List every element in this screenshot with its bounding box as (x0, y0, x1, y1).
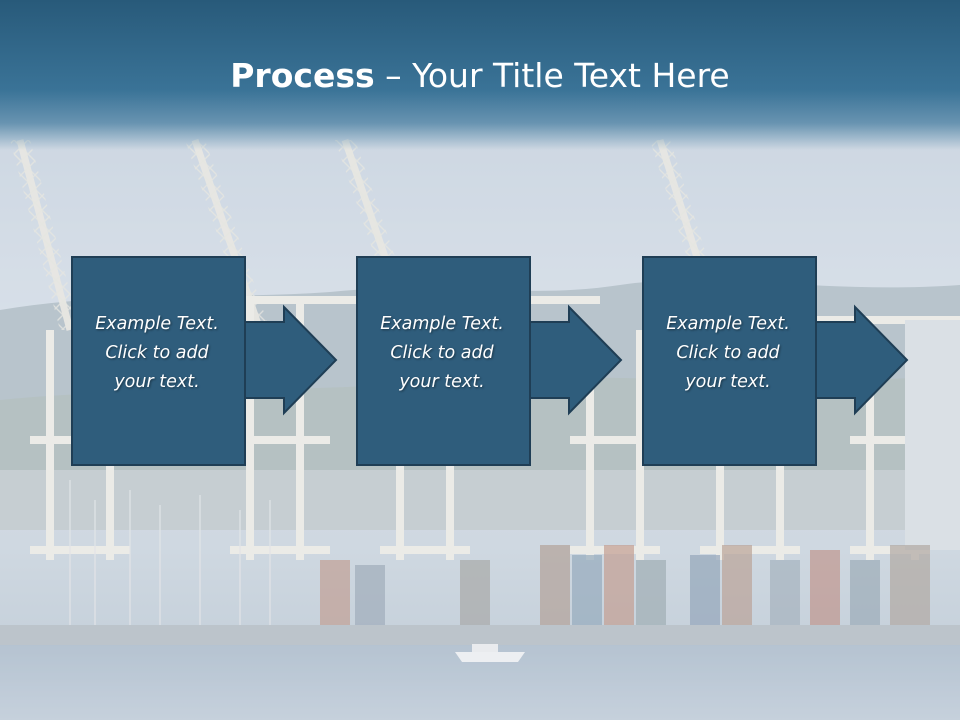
title-band (0, 0, 960, 150)
arrow-right-icon (71, 256, 338, 466)
step-line-2: Click to add (676, 343, 780, 363)
step-text[interactable]: Example Text. Click to add your text. (357, 310, 527, 397)
title-bold-word: Process (230, 56, 375, 95)
arrow-right-icon (642, 256, 909, 466)
step-line-1: Example Text. (666, 314, 790, 334)
step-line-3: your text. (114, 372, 200, 392)
step-line-1: Example Text. (380, 314, 504, 334)
step-line-3: your text. (685, 372, 771, 392)
step-line-3: your text. (399, 372, 485, 392)
process-step-3[interactable]: Example Text. Click to add your text. (641, 256, 921, 468)
step-text[interactable]: Example Text. Click to add your text. (643, 310, 813, 397)
process-step-1[interactable]: Example Text. Click to add your text. (70, 256, 350, 468)
slide-title[interactable]: Process – Your Title Text Here (0, 54, 960, 98)
title-dash: – (374, 56, 413, 95)
arrow-right-icon (356, 256, 623, 466)
step-line-1: Example Text. (95, 314, 219, 334)
process-step-2[interactable]: Example Text. Click to add your text. (355, 256, 635, 468)
title-text: Your Title Text Here (412, 56, 730, 95)
step-line-2: Click to add (390, 343, 494, 363)
step-line-2: Click to add (105, 343, 209, 363)
step-text[interactable]: Example Text. Click to add your text. (72, 310, 242, 397)
